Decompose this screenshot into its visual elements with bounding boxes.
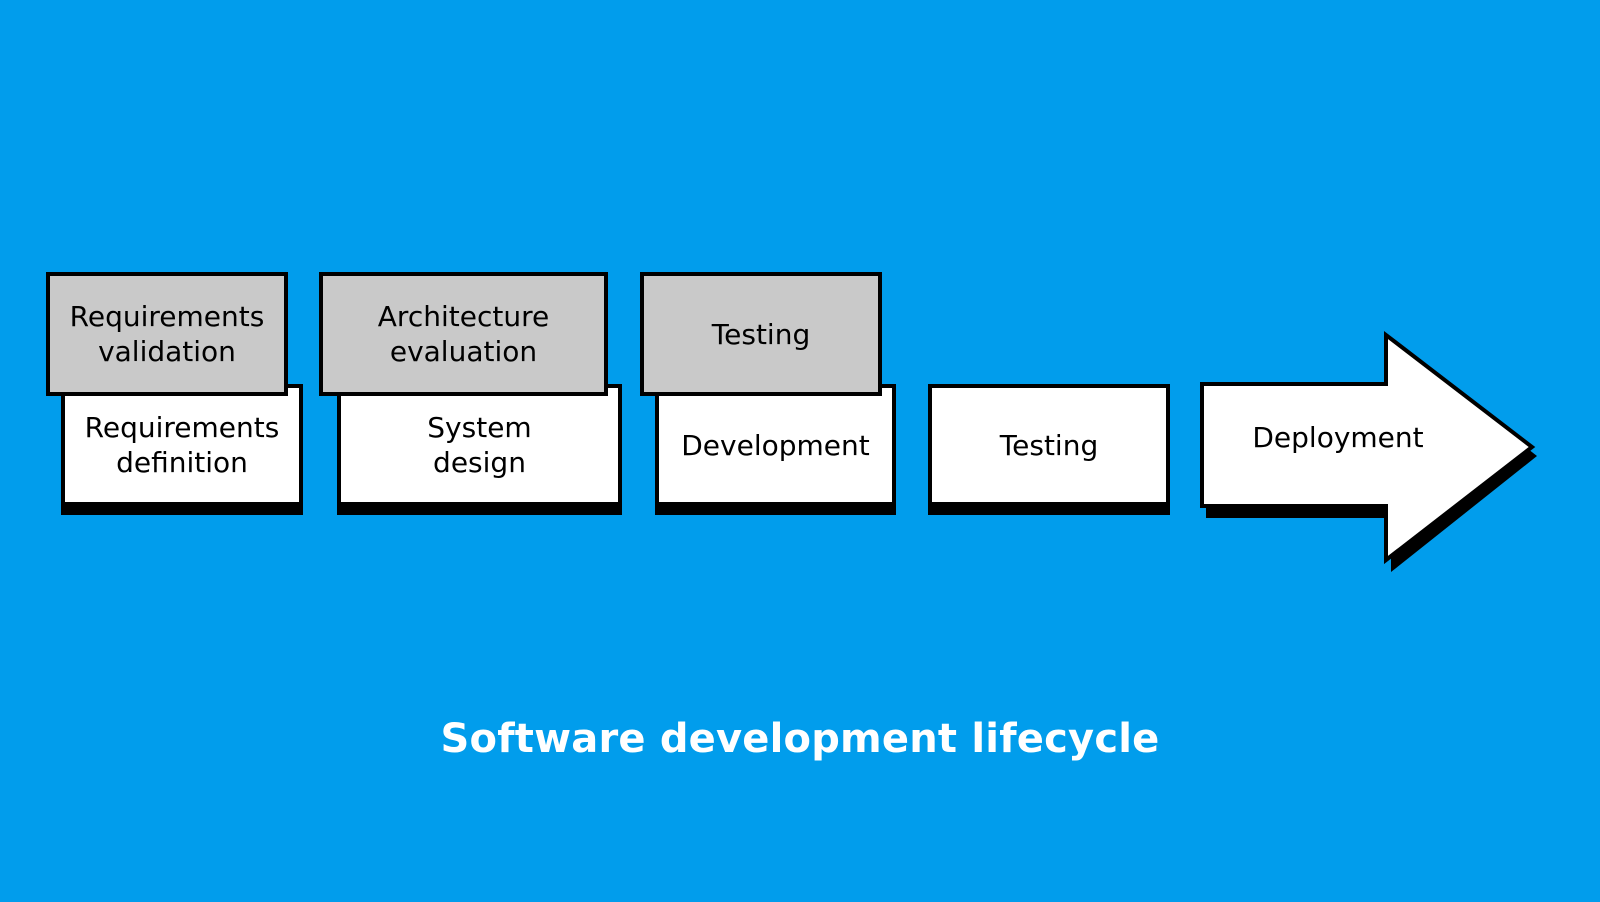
stage-development: Development	[655, 384, 896, 506]
review-architecture-evaluation: Architecture evaluation	[319, 272, 608, 396]
review-requirements-validation: Requirements validation	[46, 272, 288, 396]
review-testing: Testing	[640, 272, 882, 396]
diagram-caption: Software development lifecycle	[440, 716, 1160, 762]
stage-deployment-label: Deployment	[1252, 421, 1424, 454]
stage-testing: Testing	[928, 384, 1170, 506]
arrow-body	[1200, 330, 1536, 565]
stage-requirements-definition: Requirements definition	[61, 384, 303, 506]
